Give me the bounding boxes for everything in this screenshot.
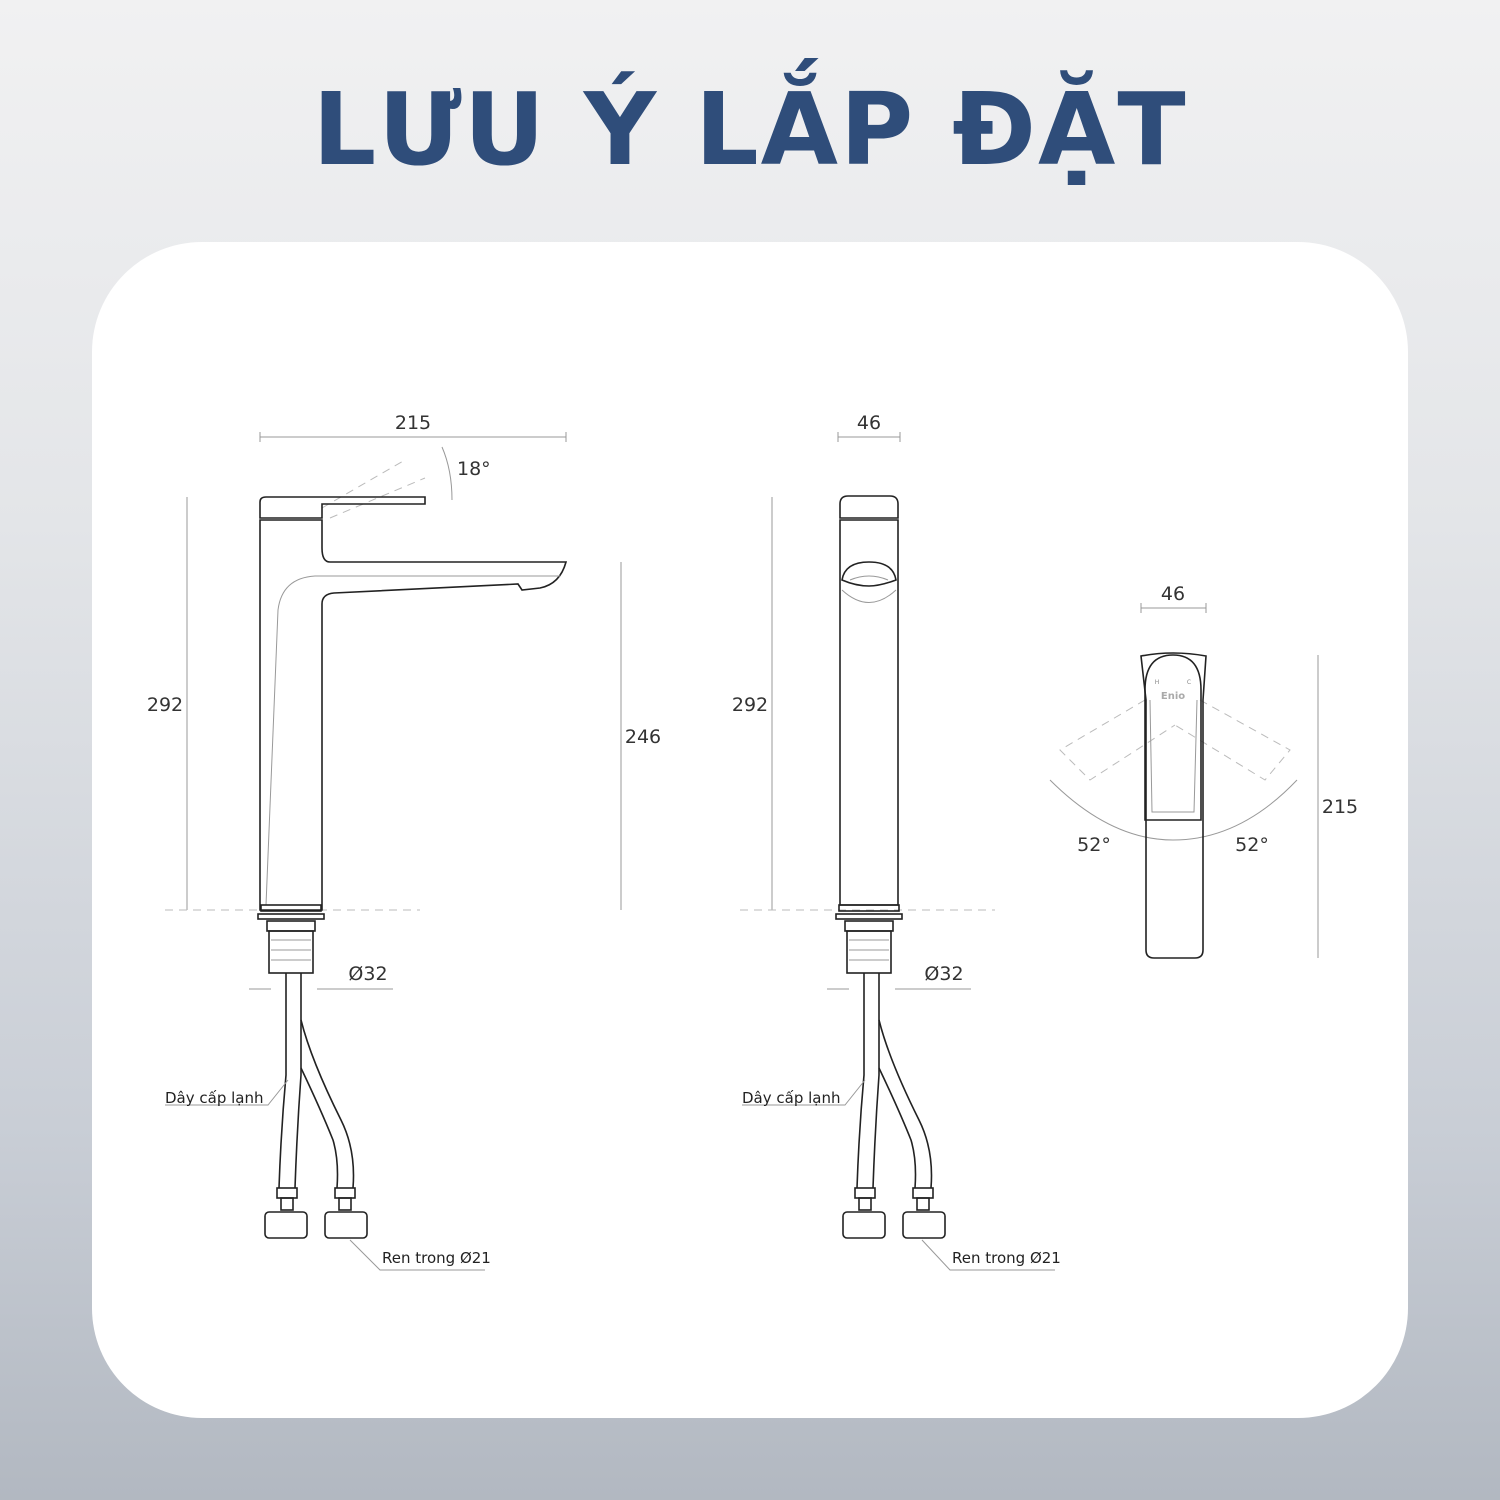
dim-left-angle: 52°: [1077, 834, 1111, 856]
dim-width: 215: [395, 412, 431, 434]
dim-base-diameter: Ø32: [924, 963, 963, 985]
front-view: 215 18° 292 246 Ø32 Dây cấp lạnh Ren tro…: [147, 412, 661, 1271]
page-title: LƯU Ý LẮP ĐẶT: [312, 71, 1188, 188]
dim-handle-angle: 18°: [457, 458, 491, 480]
hose-label: Dây cấp lạnh: [165, 1089, 264, 1107]
faucet-body: [259, 519, 568, 911]
dim-width: 46: [1161, 583, 1185, 605]
faucet-top-outline: [1140, 652, 1207, 959]
dim-height: 292: [147, 694, 183, 716]
dim-length: 215: [1322, 796, 1358, 818]
hot-mark: H: [1155, 679, 1160, 686]
thread-label: Ren trong Ø21: [382, 1249, 491, 1267]
thread-label: Ren trong Ø21: [952, 1249, 1061, 1267]
dim-base-diameter: Ø32: [348, 963, 387, 985]
diagram-card: [92, 242, 1408, 1418]
handle-top: [839, 495, 899, 519]
dim-spout-height: 246: [625, 726, 661, 748]
dim-right-angle: 52°: [1235, 834, 1269, 856]
brand-logo: Enio: [1161, 691, 1185, 702]
side-view: 46 292 Ø32 Dây cấp lạnh Ren trong Ø21: [732, 412, 1061, 1271]
faucet-body: [839, 519, 899, 906]
hose-label: Dây cấp lạnh: [742, 1089, 841, 1107]
dim-height: 292: [732, 694, 768, 716]
top-view: 46 215 52° 52° H C Enio: [1049, 583, 1358, 959]
handle-lever: [259, 496, 426, 519]
dim-width: 46: [857, 412, 881, 434]
cold-mark: C: [1187, 679, 1191, 686]
